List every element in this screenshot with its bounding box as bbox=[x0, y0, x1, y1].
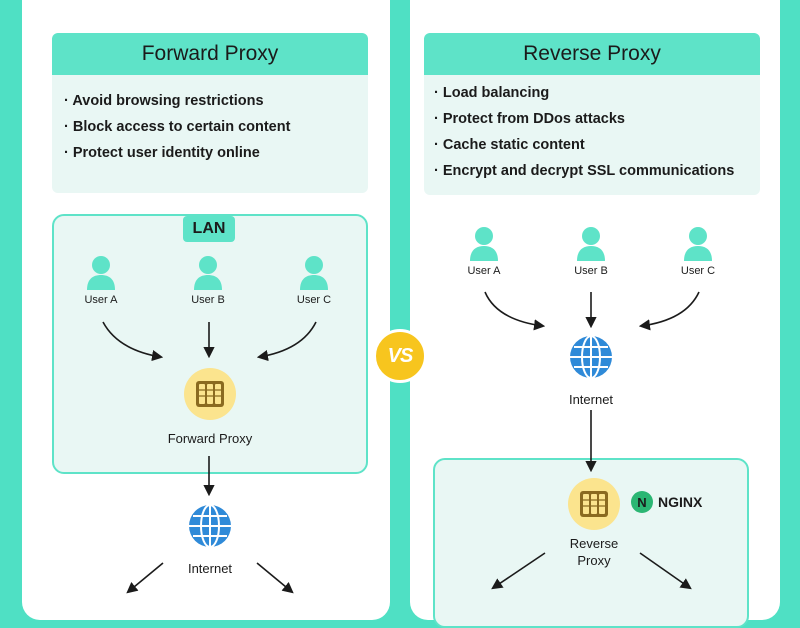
reverse-proxy-title: Reverse Proxy bbox=[424, 33, 760, 75]
forward-user-c: User C bbox=[284, 255, 344, 306]
forward-bullet: Avoid browsing restrictions bbox=[64, 88, 368, 114]
nginx-label: NGINX bbox=[658, 494, 703, 510]
lan-label: LAN bbox=[183, 216, 235, 242]
user-icon bbox=[684, 227, 712, 261]
user-label: User B bbox=[574, 265, 608, 277]
reverse-internet-node: Internet bbox=[541, 334, 641, 408]
globe-icon bbox=[189, 504, 231, 548]
reverse-user-a: User A bbox=[454, 226, 514, 277]
reverse-bullet: Load balancing bbox=[434, 80, 760, 106]
forward-user-a: User A bbox=[71, 255, 131, 306]
internet-label: Internet bbox=[187, 561, 233, 576]
reverse-proxy-label-line2: Proxy bbox=[577, 553, 611, 568]
user-label: User B bbox=[191, 294, 225, 306]
vs-badge: VS bbox=[373, 329, 427, 383]
user-label: User A bbox=[467, 265, 501, 277]
globe-icon bbox=[570, 335, 612, 379]
forward-bullet: Protect user identity online bbox=[64, 140, 368, 166]
reverse-proxy-node: Reverse Proxy bbox=[544, 478, 644, 569]
reverse-user-b: User B bbox=[561, 226, 621, 277]
reverse-proxy-circle bbox=[568, 478, 620, 530]
user-icon bbox=[87, 256, 115, 290]
reverse-user-c: User C bbox=[668, 226, 728, 277]
server-rack-icon bbox=[580, 491, 608, 517]
forward-proxy-node: Forward Proxy bbox=[150, 368, 270, 447]
nginx-logo-icon: N bbox=[631, 491, 653, 513]
forward-user-b: User B bbox=[178, 255, 238, 306]
forward-bullet: Block access to certain content bbox=[64, 114, 368, 140]
user-icon bbox=[470, 227, 498, 261]
internet-label: Internet bbox=[568, 392, 614, 407]
reverse-bullet: Encrypt and decrypt SSL communications bbox=[434, 158, 760, 184]
forward-internet-node: Internet bbox=[160, 503, 260, 577]
user-label: User C bbox=[680, 265, 716, 277]
user-label: User A bbox=[84, 294, 118, 306]
forward-proxy-label: Forward Proxy bbox=[167, 431, 253, 446]
server-rack-icon bbox=[196, 381, 224, 407]
forward-proxy-title: Forward Proxy bbox=[52, 33, 368, 75]
user-icon bbox=[300, 256, 328, 290]
user-icon bbox=[194, 256, 222, 290]
reverse-proxy-label-line1: Reverse bbox=[569, 536, 619, 551]
reverse-bullet: Protect from DDos attacks bbox=[434, 106, 760, 132]
user-label: User C bbox=[296, 294, 332, 306]
forward-proxy-circle bbox=[184, 368, 236, 420]
user-icon bbox=[577, 227, 605, 261]
reverse-bullet: Cache static content bbox=[434, 132, 760, 158]
nginx-badge: N NGINX bbox=[631, 491, 702, 513]
reverse-proxy-bullets: Load balancing Protect from DDos attacks… bbox=[424, 75, 760, 195]
forward-proxy-bullets: Avoid browsing restrictions Block access… bbox=[52, 75, 368, 193]
